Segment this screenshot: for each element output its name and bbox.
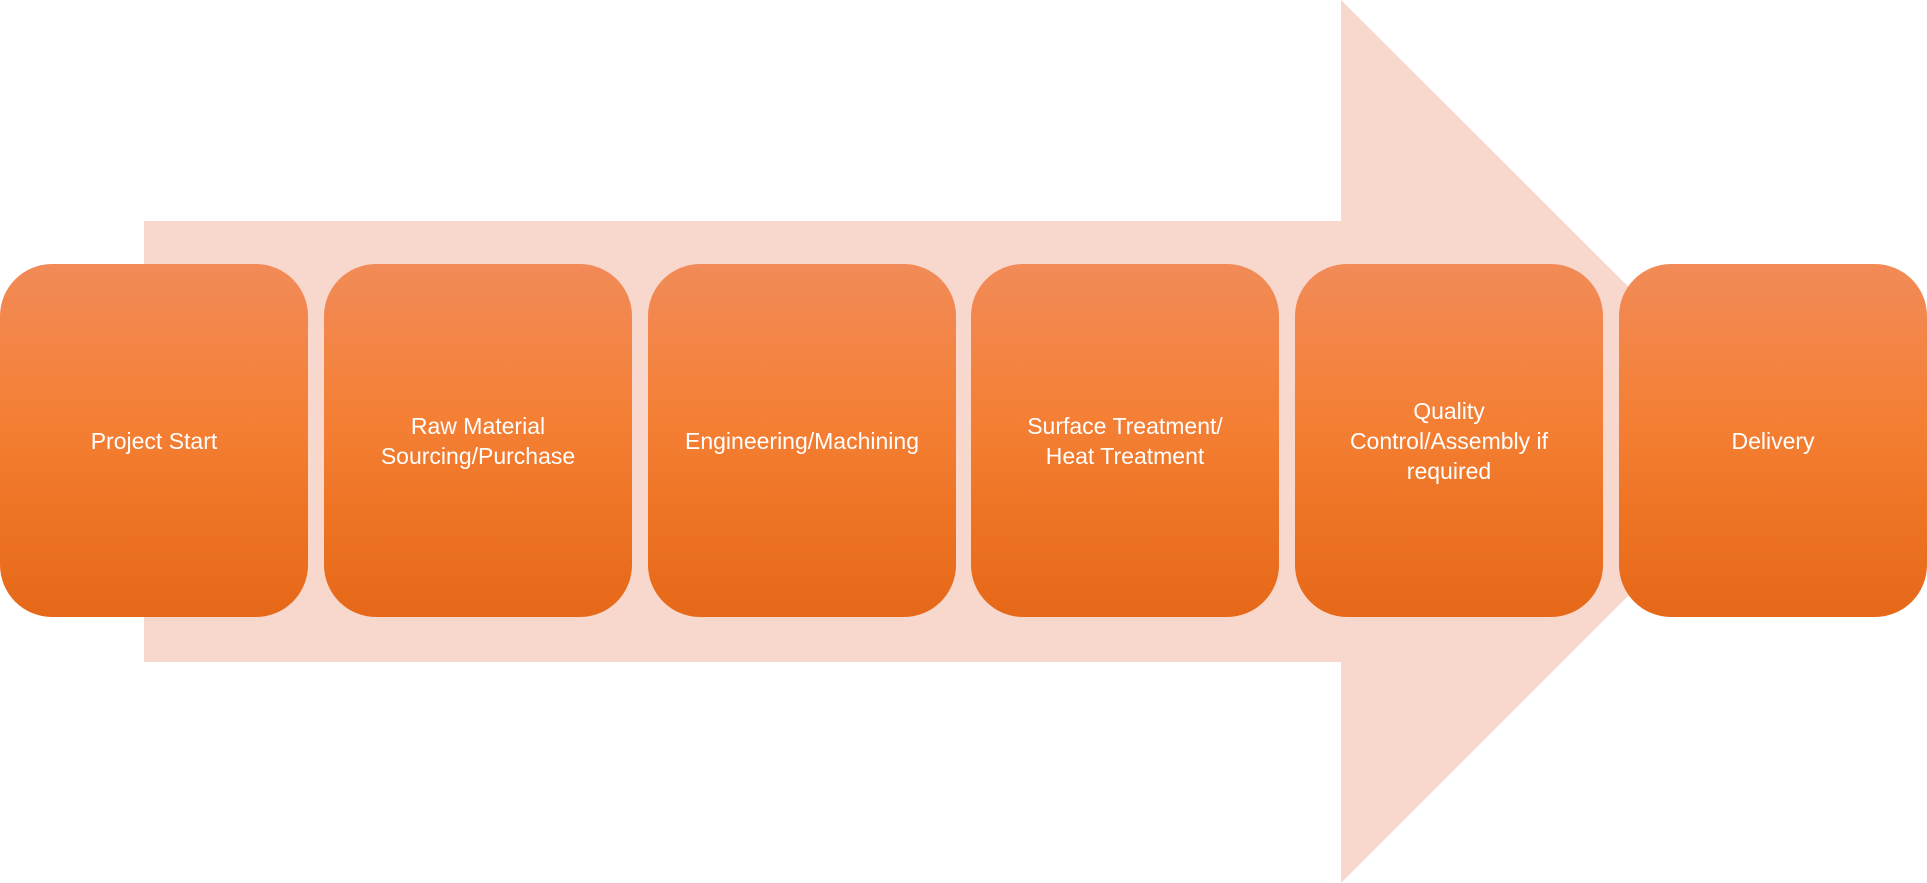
step-project-start: Project Start: [0, 264, 308, 617]
step-label: Surface Treatment/ Heat Treatment: [1027, 412, 1223, 469]
step-surface-heat-treatment: Surface Treatment/ Heat Treatment: [971, 264, 1279, 617]
step-engineering-machining: Engineering/Machining: [648, 264, 956, 617]
process-steps: Project Start Raw Material Sourcing/Purc…: [0, 264, 1927, 617]
step-label: Delivery: [1731, 427, 1815, 454]
step-label: Raw Material Sourcing/Purchase: [380, 412, 576, 469]
step-label: Quality Control/Assembly if required: [1349, 397, 1549, 484]
step-raw-material-sourcing: Raw Material Sourcing/Purchase: [324, 264, 632, 617]
step-label: Engineering/Machining: [685, 427, 919, 454]
process-arrow-shape: [144, 0, 1783, 883]
step-quality-control-assembly: Quality Control/Assembly if required: [1295, 264, 1603, 617]
step-label: Project Start: [90, 427, 218, 454]
step-delivery: Delivery: [1619, 264, 1927, 617]
